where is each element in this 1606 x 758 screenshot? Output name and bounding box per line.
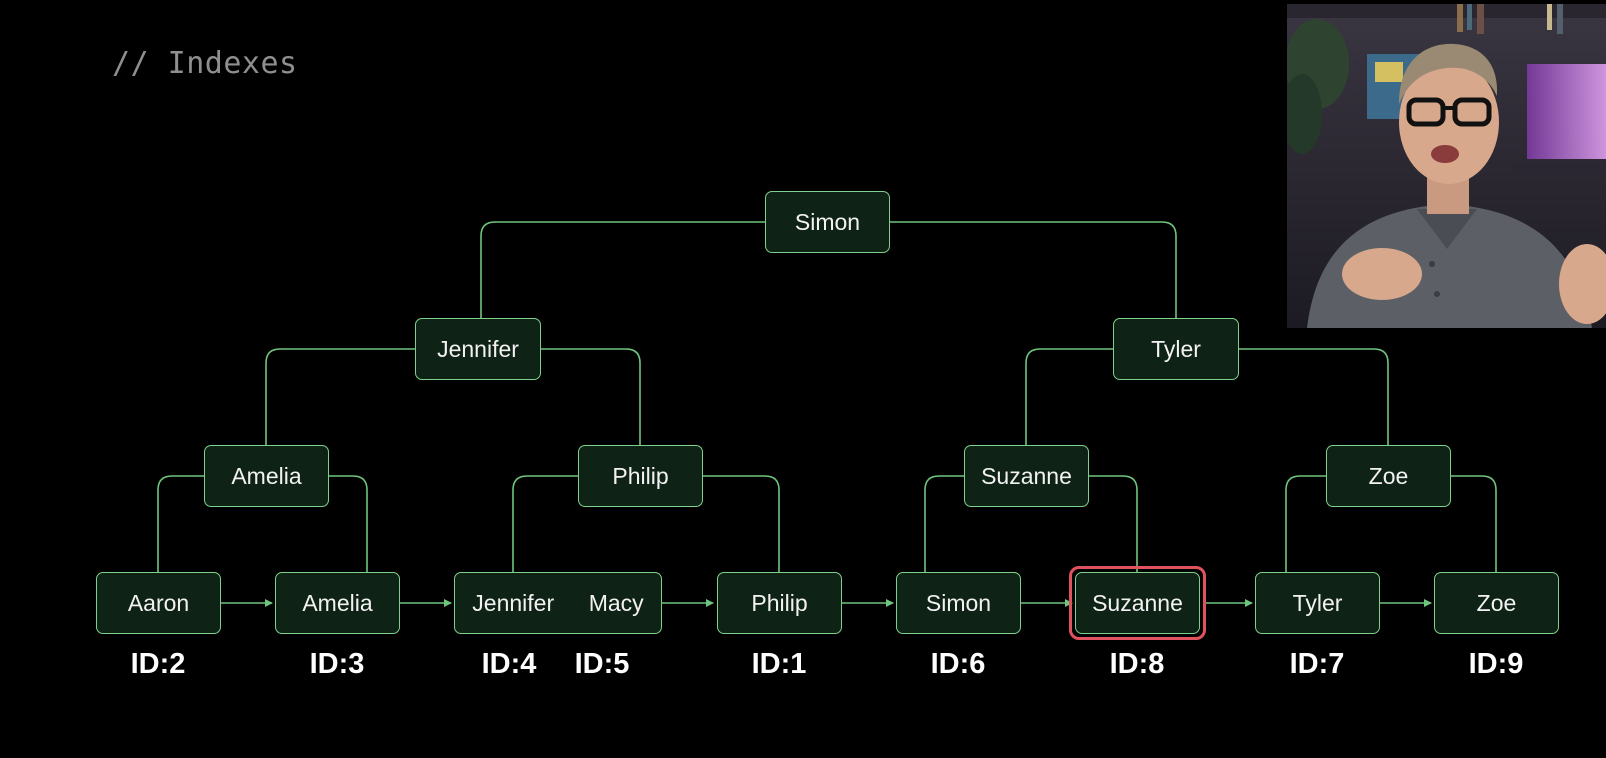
row-id-label: ID:5 <box>574 648 630 680</box>
edge-tyler-suzanne <box>1025 348 1113 445</box>
node-label: Jennifer <box>437 335 519 362</box>
row-id-label: ID:9 <box>1468 648 1524 680</box>
leaf-node: Aaron <box>96 572 221 634</box>
leaf-node: Tyler <box>1255 572 1380 634</box>
leaf-label: Philip <box>751 589 808 616</box>
leaf-node: Amelia <box>275 572 400 634</box>
presenter-webcam <box>1287 4 1606 328</box>
tree-node-level1: Tyler <box>1113 318 1239 380</box>
leaf-label: Suzanne <box>1092 589 1183 616</box>
edge-simon-tyler <box>890 221 1177 318</box>
row-id-label: ID:6 <box>930 648 986 680</box>
edge-philip-jennifer <box>512 475 578 572</box>
tree-node-level2: Suzanne <box>964 445 1089 507</box>
node-label: Zoe <box>1368 462 1409 489</box>
tree-node-level2: Zoe <box>1326 445 1451 507</box>
tree-node-level1: Jennifer <box>415 318 541 380</box>
leaf-node-highlighted: Suzanne <box>1075 572 1200 634</box>
highlight-ring <box>1069 566 1206 640</box>
edge-amelia-amelia <box>329 475 368 572</box>
edge-jennifer-philip <box>541 348 641 445</box>
presenter-illustration <box>1287 4 1606 328</box>
row-id-label: ID:2 <box>130 648 186 680</box>
edge-suzanne-suzanne <box>1089 475 1138 572</box>
node-label: Simon <box>794 208 861 235</box>
row-id-label: ID:8 <box>1109 648 1165 680</box>
row-id-label: ID:7 <box>1289 648 1345 680</box>
row-id-label: ID:4 <box>481 648 537 680</box>
edge-simon-jennifer <box>480 221 765 318</box>
leaf-label: Aaron <box>127 589 190 616</box>
leaf-node-multi: Jennifer Macy <box>454 572 662 634</box>
leaf-label: Macy <box>588 589 644 616</box>
edge-philip-philip <box>703 475 780 572</box>
leaf-node: Zoe <box>1434 572 1559 634</box>
leaf-node: Simon <box>896 572 1021 634</box>
slide-heading: // Indexes <box>112 46 298 81</box>
leaf-label: Jennifer <box>472 589 555 616</box>
edge-zoe-tyler <box>1285 475 1326 572</box>
tree-node-level2: Amelia <box>204 445 329 507</box>
node-label: Suzanne <box>981 462 1072 489</box>
leaf-node: Philip <box>717 572 842 634</box>
row-id-label: ID:3 <box>309 648 365 680</box>
tree-node-root: Simon <box>765 191 890 253</box>
node-label: Amelia <box>231 462 302 489</box>
leaf-label: Amelia <box>302 589 373 616</box>
tree-node-level2: Philip <box>578 445 703 507</box>
node-label: Tyler <box>1151 335 1201 362</box>
edge-jennifer-amelia <box>265 348 415 445</box>
leaf-label: Simon <box>925 589 992 616</box>
edge-zoe-zoe <box>1451 475 1497 572</box>
edge-tyler-zoe <box>1239 348 1389 445</box>
row-id-label: ID:1 <box>751 648 807 680</box>
leaf-label: Zoe <box>1476 589 1517 616</box>
edge-suzanne-simon <box>924 475 964 572</box>
leaf-label: Tyler <box>1292 589 1343 616</box>
edge-amelia-aaron <box>157 475 204 572</box>
node-label: Philip <box>612 462 669 489</box>
